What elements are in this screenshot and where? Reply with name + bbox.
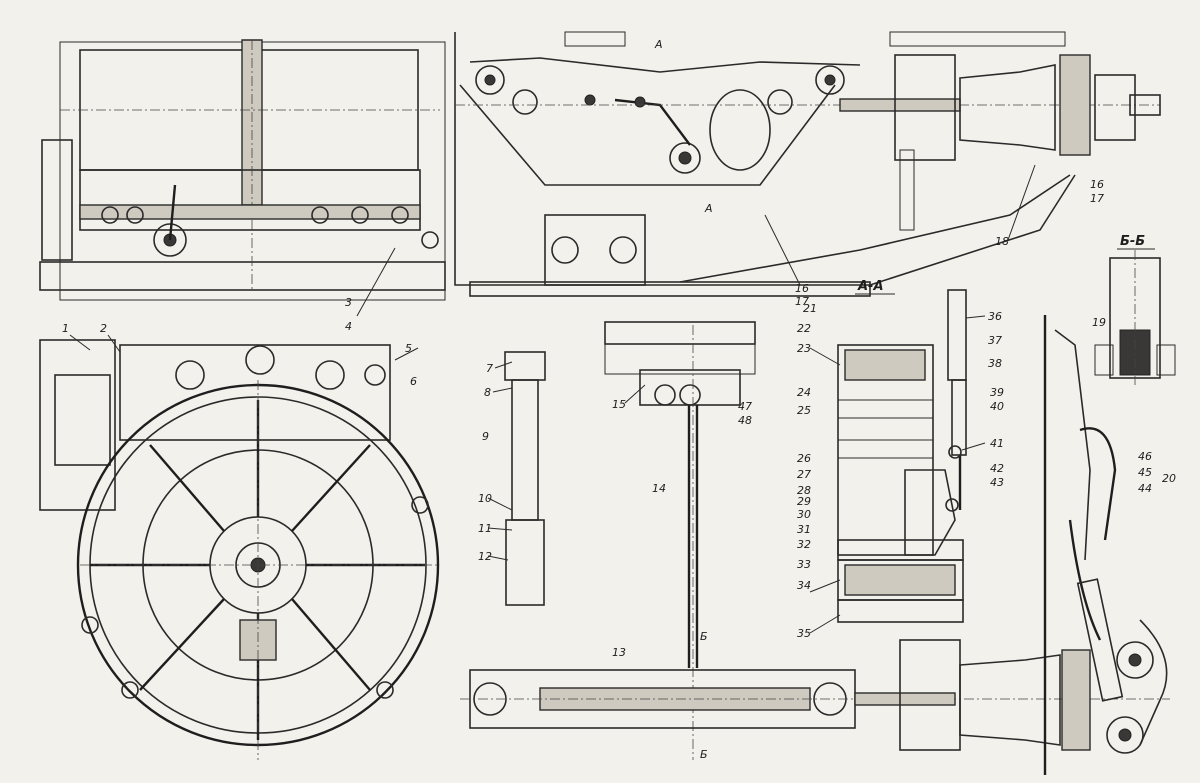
part-label-15: 15 — [612, 398, 626, 411]
part-label-21: 21 — [803, 302, 817, 315]
part-label-41: 41 — [990, 437, 1004, 450]
part-label-6: 6 — [410, 375, 417, 388]
part-label-24: 24 — [797, 386, 811, 399]
part-label-37: 37 — [988, 334, 1002, 347]
part-label-20: 20 — [1162, 472, 1176, 485]
main-shaft — [839, 98, 961, 112]
cut-mark-b-top: Б — [700, 630, 708, 643]
part-label-45: 45 — [1138, 466, 1152, 479]
part-label-33: 33 — [797, 558, 811, 571]
part-label-12: 12 — [478, 550, 492, 563]
part-label-19: 19 — [1092, 316, 1106, 329]
part-label-5: 5 — [405, 342, 412, 355]
shaft-bar — [79, 204, 421, 220]
part-label-16b: 16 — [795, 282, 809, 295]
section-title-aa: А-А — [857, 279, 884, 294]
part-label-38: 38 — [988, 357, 1002, 370]
part-label-8: 8 — [484, 386, 491, 399]
cut-mark-b-bottom: Б — [700, 748, 708, 761]
part-label-31: 31 — [797, 523, 811, 536]
eccentric — [669, 142, 701, 174]
part-label-16a: 16 — [1090, 178, 1104, 191]
rod-assembly — [504, 351, 546, 606]
top-plate — [604, 321, 756, 345]
part-labels: 1 2 3 4 5 6 7 8 9 10 11 12 13 14 15 16 1… — [62, 178, 1176, 659]
view-bottom-left-wheel — [39, 339, 440, 760]
cut-mark-a-top: А — [654, 38, 663, 51]
side-bracket — [39, 339, 116, 511]
section-title-bb: Б-Б — [1120, 234, 1145, 249]
part-label-35: 35 — [797, 627, 811, 640]
part-label-36: 36 — [988, 310, 1002, 323]
part-label-17a: 17 — [1090, 192, 1104, 205]
column-head — [639, 369, 741, 406]
part-label-3: 3 — [345, 296, 352, 309]
part-label-26: 26 — [797, 452, 811, 465]
bearing-housing — [894, 54, 956, 161]
part-label-32: 32 — [797, 538, 811, 551]
rod-end-coil — [505, 519, 545, 606]
section-bb — [1094, 250, 1176, 385]
lever-pivot — [153, 223, 187, 257]
part-label-4: 4 — [345, 320, 352, 333]
part-label-18: 18 — [995, 235, 1009, 248]
part-label-7: 7 — [486, 362, 493, 375]
part-label-28: 28 — [797, 484, 811, 497]
part-label-43: 43 — [990, 476, 1004, 489]
part-label-48: 48 — [738, 414, 752, 427]
leader-lines — [69, 164, 1036, 634]
turnbuckle — [947, 289, 967, 381]
pulley-left — [475, 65, 505, 95]
lever-arm — [1043, 315, 1168, 775]
cam-oval — [709, 89, 771, 171]
part-label-23: 23 — [797, 342, 811, 355]
part-label-30: 30 — [797, 508, 811, 521]
part-label-1: 1 — [62, 322, 69, 335]
coupling — [1094, 74, 1136, 141]
left-plate — [41, 139, 73, 261]
view-top-left-drum — [39, 39, 446, 317]
part-label-13: 13 — [612, 646, 626, 659]
gear-housing — [79, 169, 421, 231]
rod-body — [511, 379, 539, 521]
bottom-shaft — [460, 639, 1170, 751]
part-label-46: 46 — [1138, 450, 1152, 463]
part-label-9: 9 — [482, 430, 489, 443]
roller-lower — [1106, 716, 1144, 754]
part-label-2: 2 — [100, 322, 107, 335]
part-label-22: 22 — [797, 322, 811, 335]
arm-link — [1076, 578, 1124, 702]
base-hatch — [39, 261, 446, 291]
part-label-14: 14 — [652, 482, 666, 495]
drum-cone — [959, 64, 1056, 151]
part-label-40: 40 — [990, 400, 1004, 413]
upper-housing — [119, 344, 391, 441]
part-label-10: 10 — [478, 492, 492, 505]
part-label-47: 47 — [738, 400, 752, 413]
cut-mark-a-bottom: А — [704, 202, 713, 215]
part-label-11: 11 — [478, 522, 492, 535]
view-top-right-elevation — [454, 31, 1161, 297]
part-label-17b: 17 — [795, 295, 809, 308]
pulley-right — [815, 65, 845, 95]
part-label-27: 27 — [797, 468, 811, 481]
part-label-39: 39 — [990, 386, 1004, 399]
lower-bracket — [544, 214, 646, 286]
base-hatch-2 — [469, 281, 871, 297]
part-label-42: 42 — [990, 462, 1004, 475]
part-label-44: 44 — [1138, 482, 1152, 495]
roller-upper — [1116, 641, 1154, 679]
section-aa — [837, 289, 967, 623]
part-label-25: 25 — [797, 404, 811, 417]
part-label-34: 34 — [797, 579, 811, 592]
part-label-29: 29 — [797, 495, 811, 508]
